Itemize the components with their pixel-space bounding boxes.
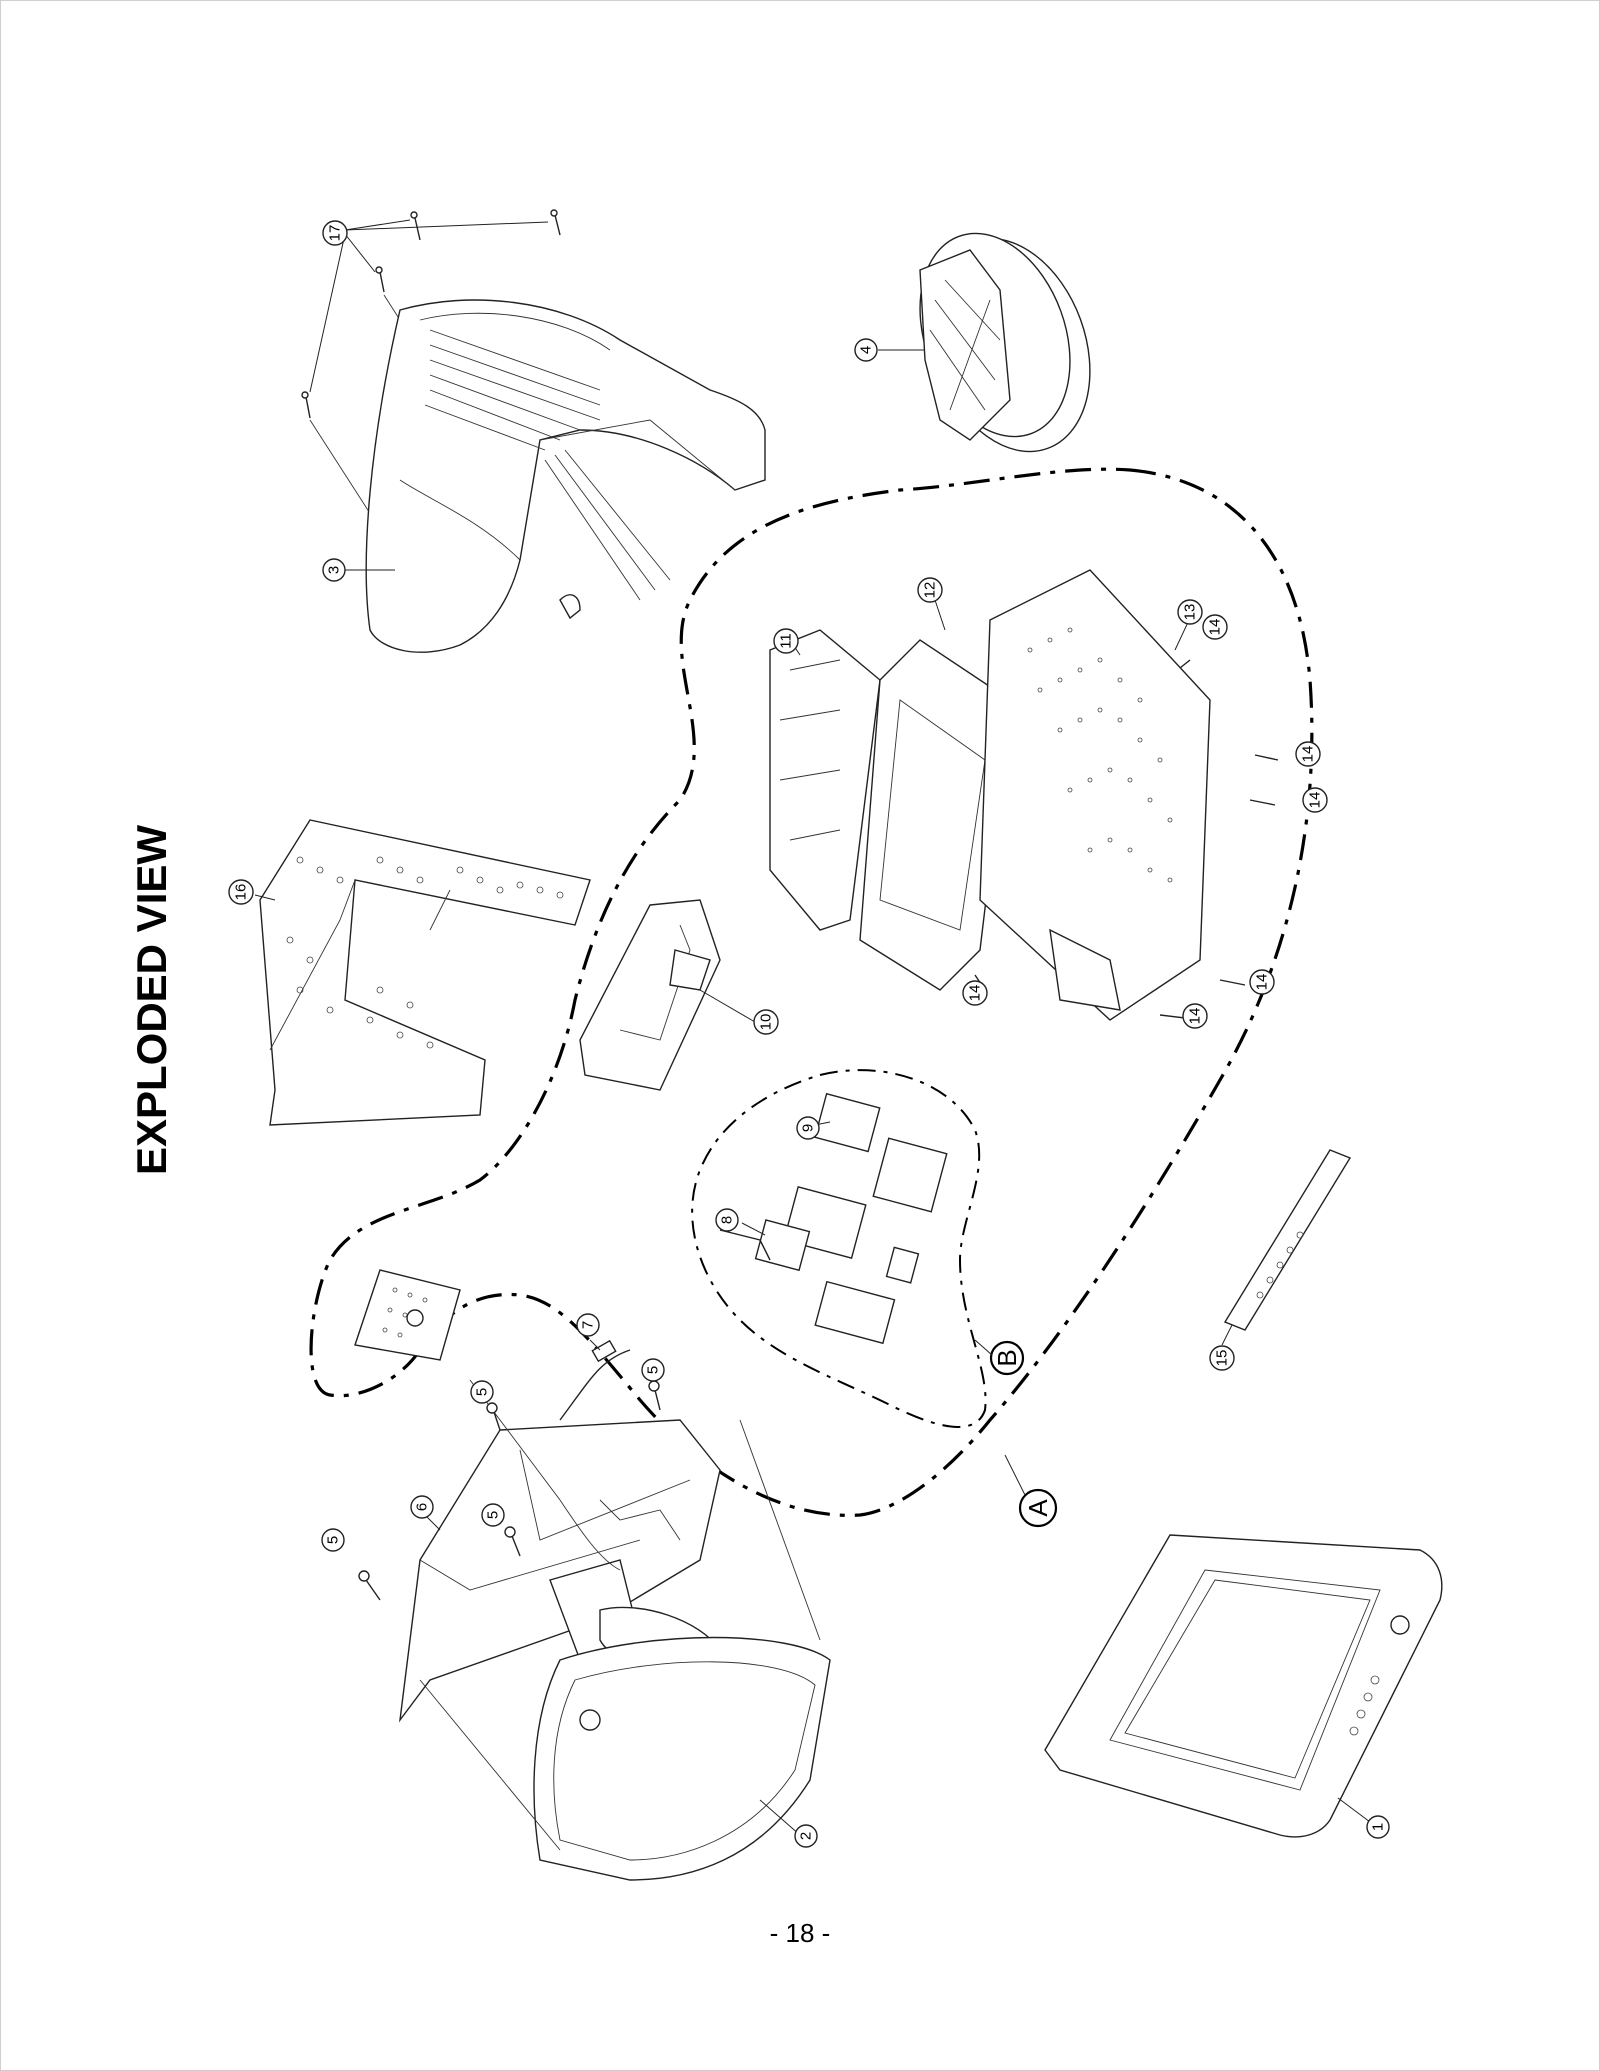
callout-1: 1 [1366, 1815, 1390, 1839]
svg-text:B: B [992, 1349, 1022, 1366]
stand-base-4 [878, 232, 1091, 453]
svg-text:11: 11 [778, 633, 795, 649]
callout-5-top: 5 [470, 1380, 494, 1404]
page-number: - 18 - [769, 1918, 831, 1948]
callout-14-c: 14 [1302, 787, 1328, 813]
svg-text:4: 4 [858, 346, 875, 354]
callout-14-a: 14 [1202, 614, 1228, 640]
callout-5-right: 5 [641, 1358, 665, 1382]
screw-set-17 [301, 209, 561, 561]
svg-text:8: 8 [719, 1216, 736, 1224]
svg-text:6: 6 [414, 1503, 431, 1511]
svg-text:5: 5 [645, 1366, 662, 1374]
svg-text:10: 10 [758, 1014, 775, 1031]
callout-b: B [989, 1340, 1025, 1376]
svg-text:15: 15 [1214, 1350, 1231, 1367]
svg-text:5: 5 [485, 1511, 502, 1519]
back-cover-3 [345, 299, 766, 653]
callout-14-d: 14 [1249, 969, 1275, 995]
callout-a: A [1018, 1488, 1058, 1528]
crt-assembly [398, 1339, 831, 1881]
callout-15: 15 [1209, 1345, 1235, 1371]
svg-text:2: 2 [798, 1832, 815, 1840]
svg-text:17: 17 [327, 225, 344, 242]
svg-text:14: 14 [1300, 746, 1317, 763]
callout-7: 7 [576, 1313, 600, 1337]
main-chassis-frame [769, 569, 1211, 1021]
assembly-a-boundary [309, 467, 1314, 1517]
callout-13: 13 [1177, 599, 1203, 625]
svg-text:3: 3 [326, 566, 343, 574]
callout-2: 2 [794, 1824, 818, 1848]
svg-text:14: 14 [1187, 1008, 1204, 1025]
callout-14-e: 14 [1182, 1003, 1208, 1029]
callout-a-leader [1004, 1454, 1026, 1496]
svg-text:14: 14 [967, 985, 984, 1002]
callout-5-left: 5 [321, 1528, 345, 1552]
svg-text:16: 16 [233, 884, 250, 901]
callout-14-f: 14 [962, 980, 988, 1006]
svg-text:9: 9 [800, 1124, 817, 1132]
callout-3: 3 [322, 558, 346, 582]
main-pcb [354, 1269, 461, 1361]
callout-9: 9 [796, 1116, 820, 1140]
shield-cover-16 [254, 819, 591, 1126]
callout-5-mid: 5 [481, 1503, 505, 1527]
screws-5 [358, 1380, 661, 1601]
callout-8: 8 [715, 1208, 739, 1232]
callout-16: 16 [228, 879, 254, 905]
svg-text:A: A [1023, 1499, 1053, 1517]
callout-10: 10 [753, 1009, 779, 1035]
svg-text:12: 12 [922, 582, 939, 599]
svg-text:14: 14 [1254, 974, 1271, 991]
bracket-10 [579, 899, 756, 1091]
front-cabinet-1 [1044, 1534, 1443, 1838]
assembly-b-boundary [691, 1069, 987, 1428]
svg-text:5: 5 [325, 1536, 342, 1544]
callout-17: 17 [322, 220, 348, 246]
svg-text:5: 5 [474, 1388, 491, 1396]
board-b-components [719, 1092, 948, 1345]
svg-text:7: 7 [580, 1321, 597, 1329]
callout-14-b: 14 [1295, 741, 1321, 767]
callout-11: 11 [773, 628, 799, 654]
callout-4: 4 [854, 338, 878, 362]
svg-text:13: 13 [1182, 604, 1199, 621]
callout-b-leader [974, 1339, 993, 1356]
callout-12: 12 [917, 577, 943, 603]
callout-6: 6 [410, 1495, 434, 1519]
svg-text:14: 14 [1307, 792, 1324, 809]
control-board-15 [1221, 1149, 1352, 1346]
svg-text:14: 14 [1207, 619, 1224, 636]
svg-text:1: 1 [1370, 1823, 1387, 1831]
